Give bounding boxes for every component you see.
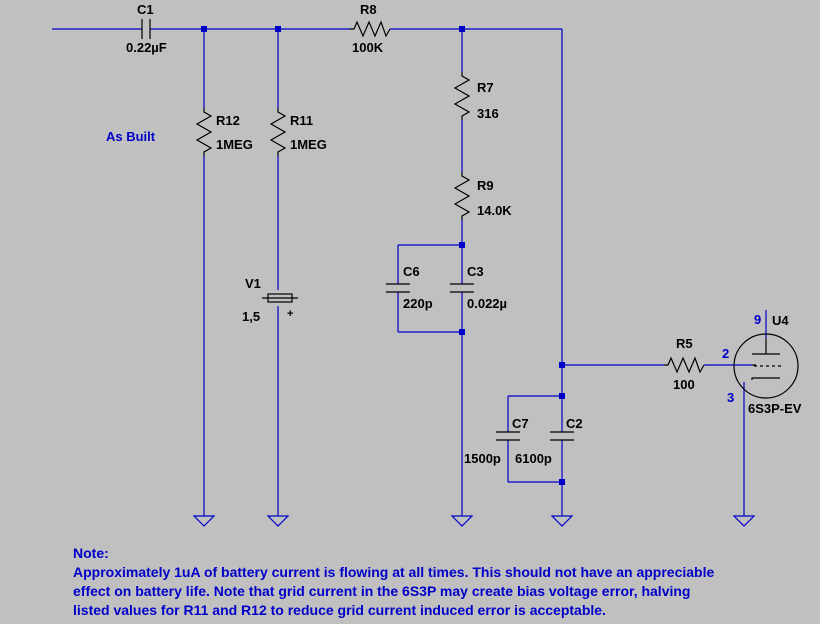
v1-plus-sign: +	[287, 308, 293, 320]
resistor-r5[interactable]: R5 100	[664, 336, 705, 392]
v1-ref: V1	[245, 276, 261, 291]
note-block: Note: Approximately 1uA of battery curre…	[73, 545, 714, 618]
r5-value: 100	[673, 377, 695, 392]
r8-value: 100K	[352, 40, 384, 55]
v1-value: 1,5	[242, 309, 260, 324]
ground-symbols	[192, 515, 756, 527]
u4-pin-anode: 9	[754, 312, 761, 327]
triode-u4[interactable]: 9 2 3 U4 6S3P-EV	[722, 312, 802, 416]
note-title: Note:	[73, 545, 109, 561]
capacitor-c6[interactable]: C6 220p	[386, 264, 433, 311]
c7-ref: C7	[512, 416, 529, 431]
r9-ref: R9	[477, 178, 494, 193]
u4-ref: U4	[772, 313, 789, 328]
note-line-1: Approximately 1uA of battery current is …	[73, 564, 714, 580]
r11-ref: R11	[290, 113, 313, 128]
ground-icon	[732, 515, 756, 527]
r12-ref: R12	[216, 113, 240, 128]
r11-value: 1MEG	[290, 137, 327, 152]
capacitor-c7[interactable]: C7 1500p	[464, 416, 529, 466]
ground-icon	[450, 515, 474, 527]
capacitor-c3[interactable]: C3 0.022µ	[450, 264, 507, 311]
ground-icon	[192, 515, 216, 527]
r5-ref: R5	[676, 336, 693, 351]
r7-value: 316	[477, 106, 499, 121]
r9-value: 14.0K	[477, 203, 512, 218]
u4-pin-grid: 2	[722, 346, 729, 361]
resistor-r8[interactable]: R8 100K	[350, 2, 391, 55]
c1-ref: C1	[137, 2, 154, 17]
c2-ref: C2	[566, 416, 583, 431]
capacitor-c1[interactable]: C1 0.22µF	[126, 2, 167, 55]
c2-value: 6100p	[515, 451, 552, 466]
r12-value: 1MEG	[216, 137, 253, 152]
junctions	[201, 26, 565, 485]
note-line-2: effect on battery life. Note that grid c…	[73, 583, 690, 599]
resistor-r11[interactable]: R11 1MEG	[269, 108, 327, 156]
u4-value: 6S3P-EV	[748, 401, 802, 416]
capacitor-c2[interactable]: C2 6100p	[515, 416, 583, 466]
ground-icon	[550, 515, 574, 527]
r7-ref: R7	[477, 80, 494, 95]
r8-ref: R8	[360, 2, 377, 17]
ground-icon	[266, 515, 290, 527]
resistor-r12[interactable]: R12 1MEG	[195, 108, 253, 156]
c1-value: 0.22µF	[126, 40, 167, 55]
c3-ref: C3	[467, 264, 484, 279]
resistor-r7[interactable]: R7 316	[453, 72, 499, 121]
c7-value: 1500p	[464, 451, 501, 466]
note-line-3: listed values for R11 and R12 to reduce …	[73, 602, 606, 618]
battery-v1[interactable]: V1 1,5 +	[242, 276, 298, 324]
c3-value: 0.022µ	[467, 296, 507, 311]
u4-pin-cathode: 3	[727, 390, 734, 405]
c6-value: 220p	[403, 296, 433, 311]
resistor-r9[interactable]: R9 14.0K	[453, 172, 512, 220]
as-built-label: As Built	[106, 129, 156, 144]
c6-ref: C6	[403, 264, 420, 279]
